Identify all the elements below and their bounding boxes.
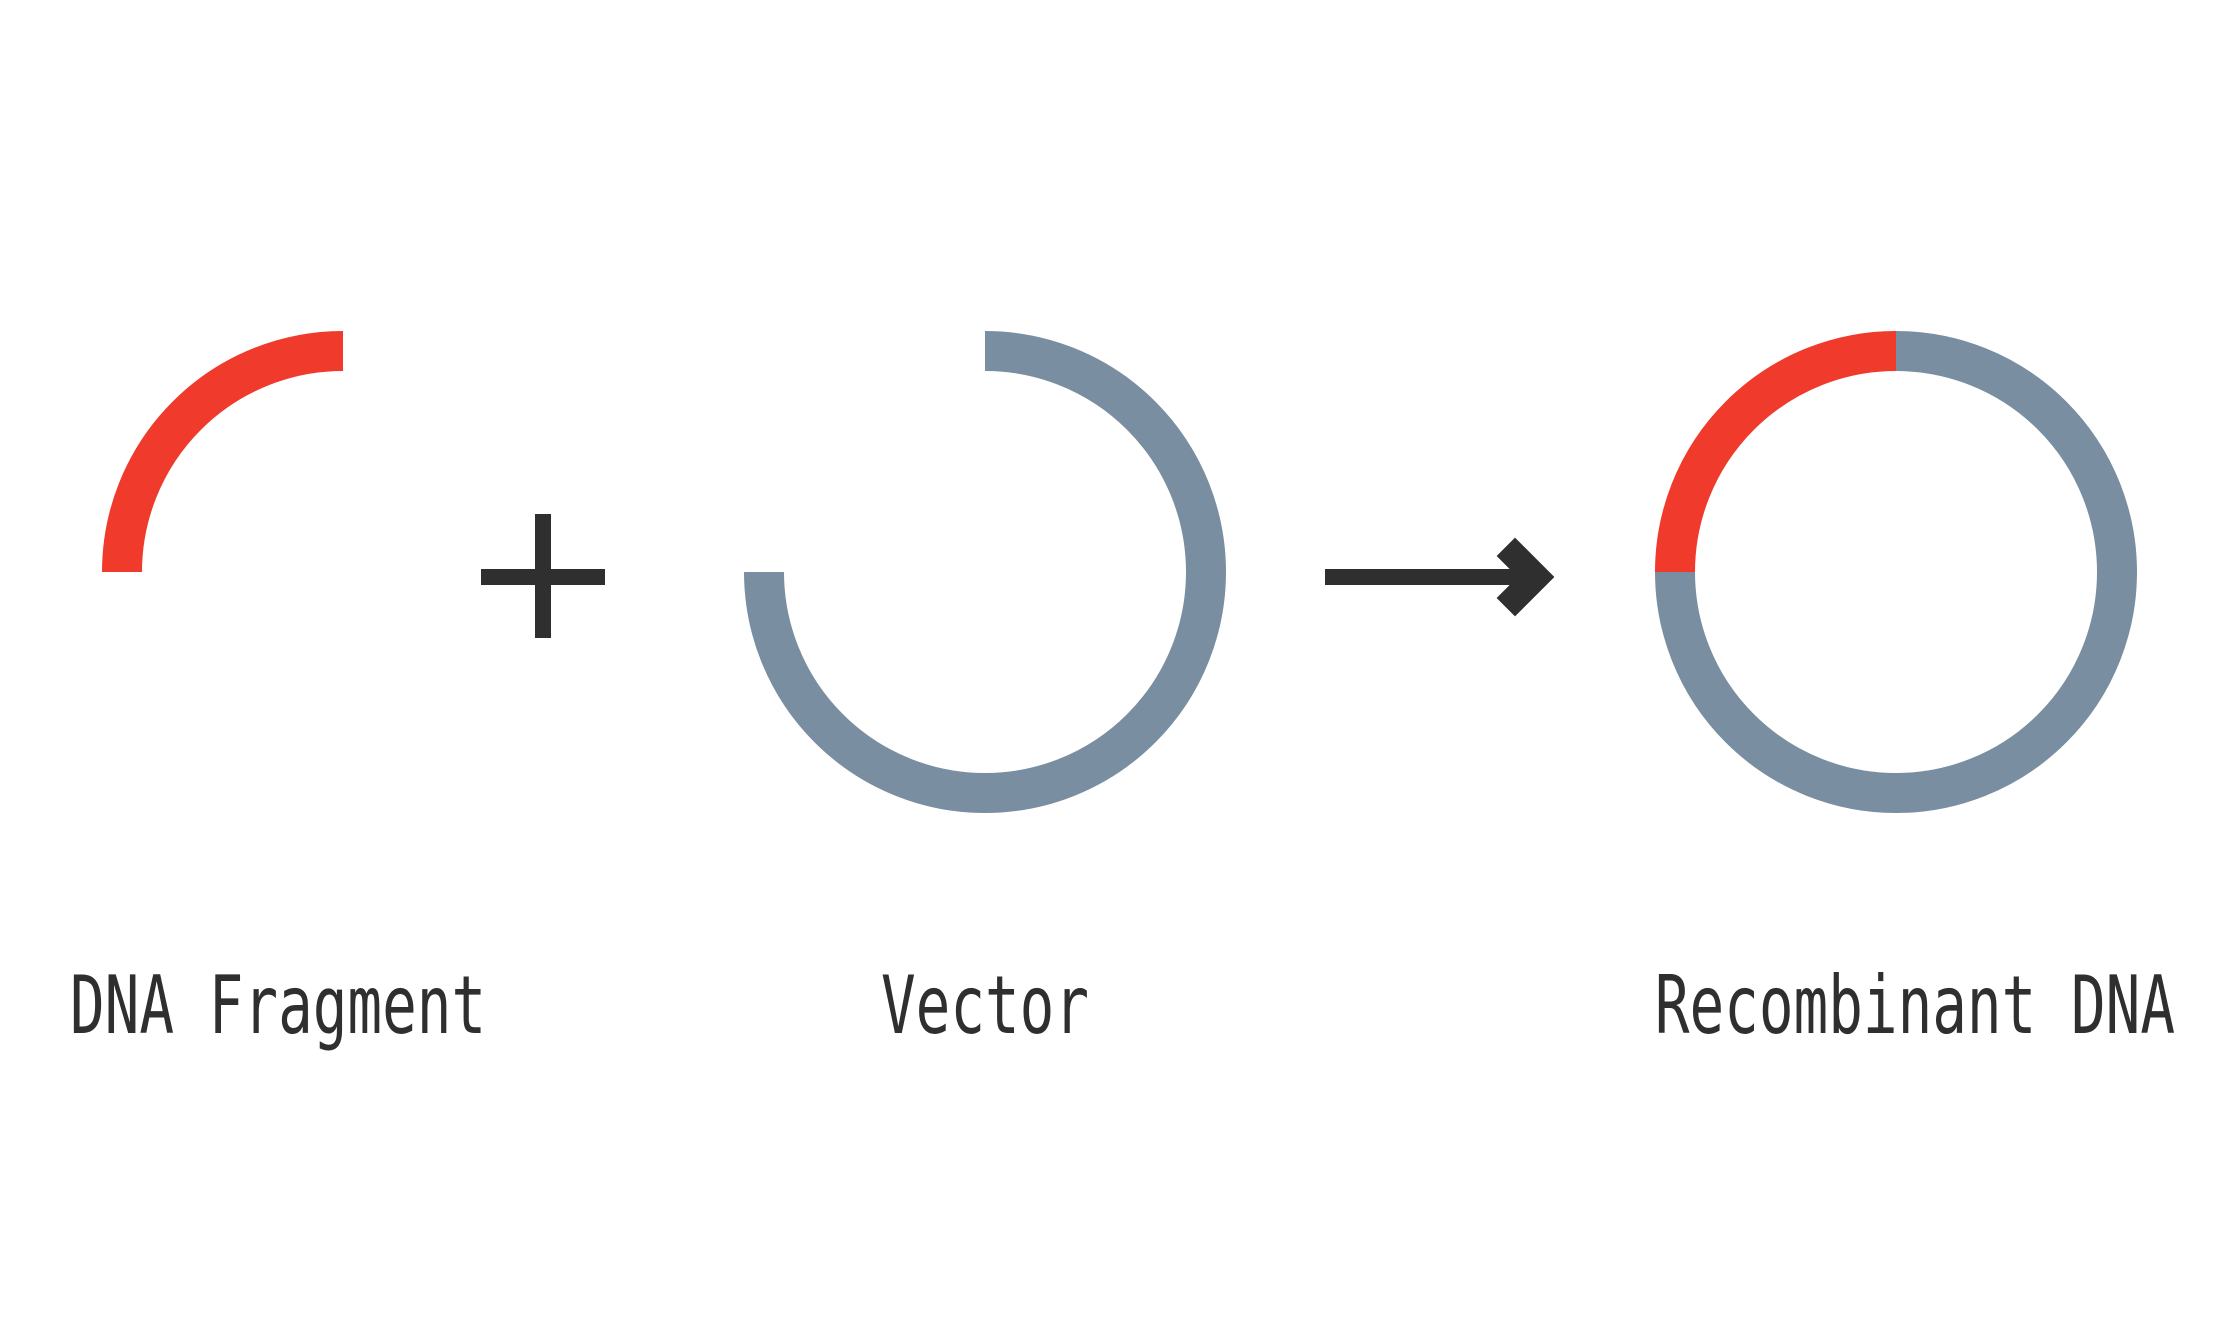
vector-arc: [744, 331, 1226, 813]
plus-icon-vertical: [535, 514, 551, 638]
arrow-right-icon-head: [1496, 537, 1555, 617]
arrow-right-icon: [1325, 537, 1555, 617]
vector-label: Vector: [880, 959, 1090, 1052]
dna-fragment-label: DNA Fragment: [70, 959, 487, 1052]
recombinant-dna-ring: [1655, 331, 2137, 813]
arrow-right-icon-shaft: [1325, 569, 1523, 585]
recombinant-dna-label: Recombinant DNA: [1654, 959, 2175, 1052]
dna-fragment-arc: [102, 331, 344, 573]
recombinant-fragment-arc: [1655, 331, 1897, 573]
plus-icon: [481, 514, 605, 638]
recombinant-vector-arc: [1655, 331, 2137, 813]
